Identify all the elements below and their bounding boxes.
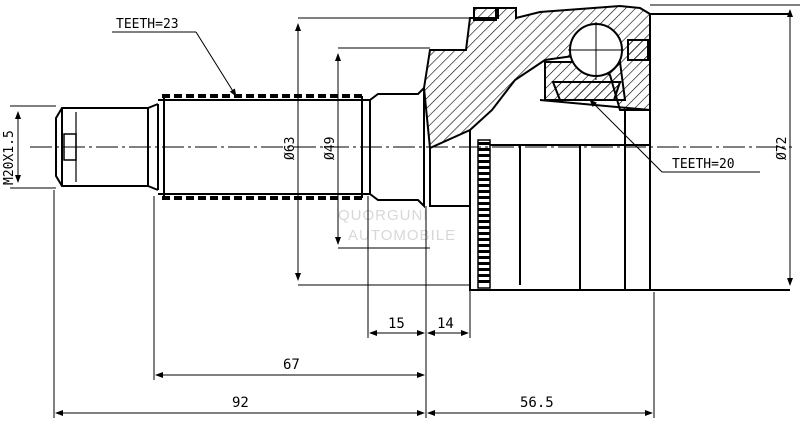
label-thread: M20X1.5 <box>2 130 17 185</box>
label-teeth-20: TEETH=20 <box>672 157 735 172</box>
leader-teeth-23 <box>112 31 237 97</box>
dim-thread <box>10 105 56 189</box>
abs-tooth <box>478 166 490 169</box>
abs-ring <box>477 139 491 289</box>
abs-tooth <box>478 154 490 157</box>
shaft-neck <box>369 85 425 209</box>
leader-teeth-20 <box>589 99 760 173</box>
dim-dia-49 <box>335 47 430 249</box>
abs-tooth <box>478 220 490 223</box>
label-dim-92: 92 <box>232 395 249 411</box>
dim-dia-63 <box>295 17 470 286</box>
abs-tooth <box>478 238 490 241</box>
label-teeth-23: TEETH=23 <box>116 17 179 32</box>
abs-tooth <box>478 268 490 271</box>
abs-tooth <box>478 142 490 145</box>
abs-tooth <box>478 196 490 199</box>
abs-tooth <box>478 226 490 229</box>
abs-tooth <box>478 178 490 181</box>
abs-tooth <box>478 280 490 283</box>
extension-lines <box>53 190 655 418</box>
watermark: QUORGUNI AUTOMOBILE <box>338 207 456 244</box>
label-dim-14: 14 <box>437 316 454 332</box>
label-dia-72: Ø72 <box>775 137 790 160</box>
abs-tooth <box>478 214 490 217</box>
abs-tooth <box>478 160 490 163</box>
label-dia-49: Ø49 <box>323 137 338 160</box>
abs-tooth <box>478 232 490 235</box>
abs-tooth <box>478 172 490 175</box>
svg-text:AUTOMOBILE: AUTOMOBILE <box>348 227 456 244</box>
abs-tooth <box>478 250 490 253</box>
housing-end <box>650 13 790 291</box>
abs-tooth <box>478 190 490 193</box>
threaded-stub <box>55 103 159 191</box>
label-dim-67: 67 <box>283 357 300 373</box>
abs-tooth <box>478 256 490 259</box>
dim-dia-72 <box>650 4 800 286</box>
splined-shaft <box>158 94 371 200</box>
abs-tooth <box>478 184 490 187</box>
label-dim-56-5: 56.5 <box>520 395 554 411</box>
svg-text:QUORGUNI: QUORGUNI <box>338 207 429 224</box>
inner-race <box>539 22 651 111</box>
abs-tooth <box>478 262 490 265</box>
abs-tooth <box>478 274 490 277</box>
abs-tooth <box>478 202 490 205</box>
abs-tooth <box>478 244 490 247</box>
label-dim-15: 15 <box>388 316 405 332</box>
abs-tooth <box>478 148 490 151</box>
label-dia-63: Ø63 <box>283 137 298 160</box>
abs-tooth <box>478 208 490 211</box>
